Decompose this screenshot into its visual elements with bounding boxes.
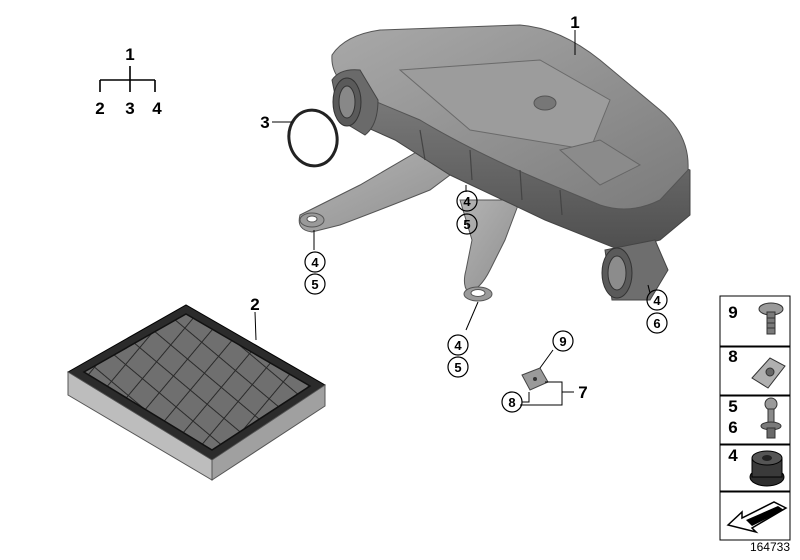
circled-label: 5 <box>311 277 318 292</box>
circled-callouts <box>304 190 668 413</box>
circled-label: 9 <box>559 334 566 349</box>
screw-icon <box>758 302 784 335</box>
hierarchy-tree: 1 2 3 4 <box>95 45 162 118</box>
legend-label: 6 <box>728 418 737 437</box>
circled-label: 4 <box>653 293 661 308</box>
legend-label: 4 <box>728 446 738 465</box>
tree-child-label: 3 <box>125 99 134 118</box>
front-arrow-icon <box>726 501 788 534</box>
ball-stud-icon <box>760 397 782 439</box>
circled-label: 4 <box>454 338 462 353</box>
tree-root-label: 1 <box>125 45 134 64</box>
circled-label: 4 <box>311 255 319 270</box>
air-filter-housing <box>298 24 691 302</box>
clip-nut-icon <box>751 357 786 389</box>
reference-number: 164733 <box>749 540 790 554</box>
callout-filter: 2 <box>250 295 259 314</box>
seal-ring <box>287 108 339 168</box>
callout-seal-ring: 3 <box>260 113 269 132</box>
circled-label: 6 <box>653 316 660 331</box>
circled-label: 5 <box>454 360 461 375</box>
legend-box <box>719 395 791 445</box>
callout-bracket-group: 7 <box>578 383 587 402</box>
legend-panel: 9 8 5 6 4 <box>719 295 791 541</box>
circled-labels: 4 5 4 5 4 6 4 5 9 8 <box>311 194 661 410</box>
tree-child-label: 2 <box>95 99 104 118</box>
clip-bracket <box>521 367 549 391</box>
leader-lines <box>254 30 651 406</box>
rubber-mount-icon <box>749 450 785 487</box>
legend-label: 8 <box>728 347 737 366</box>
callouts: 1 3 2 7 <box>250 13 587 402</box>
circled-label: 4 <box>463 194 471 209</box>
circled-label: 5 <box>463 217 470 232</box>
legend-label: 9 <box>728 303 737 322</box>
filter-element <box>67 304 326 481</box>
callout-housing: 1 <box>570 13 579 32</box>
tree-child-label: 4 <box>152 99 162 118</box>
circled-label: 8 <box>508 395 515 410</box>
legend-label: 5 <box>728 397 737 416</box>
